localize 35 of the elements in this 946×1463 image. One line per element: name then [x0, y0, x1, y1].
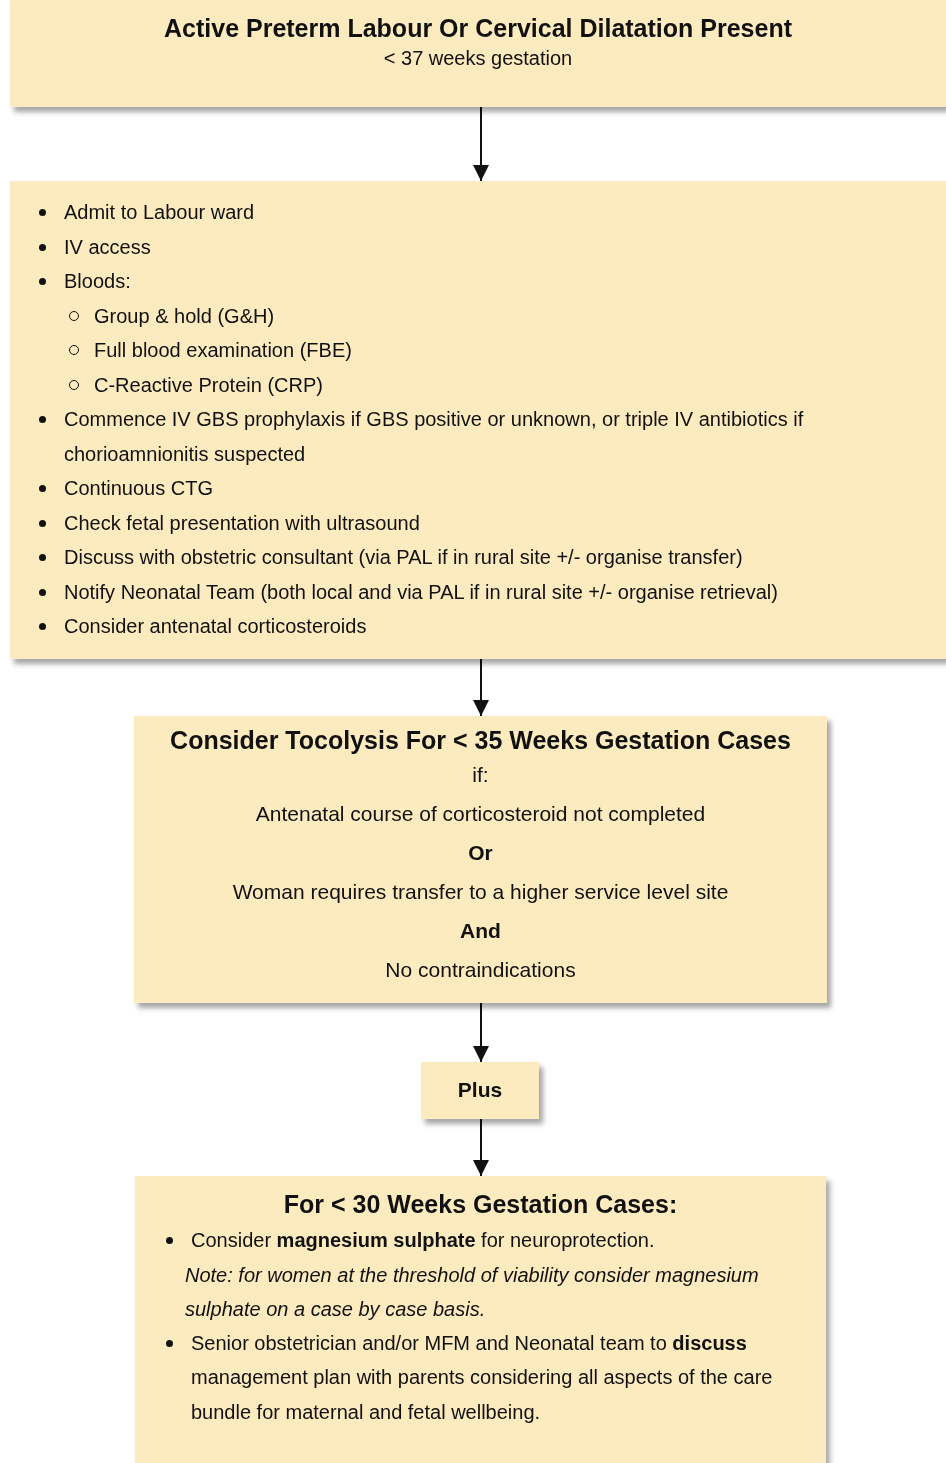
- box-heading: Consider Tocolysis For < 35 Weeks Gestation Cases: [169, 726, 792, 755]
- sub-bullet-item: C-Reactive Protein (CRP): [18, 367, 938, 402]
- bullet-item: Continuous CTG: [18, 471, 938, 506]
- connector-word: Plus: [456, 1077, 504, 1103]
- process-box: [421, 1062, 539, 1119]
- arrow: [473, 658, 489, 717]
- bullet-item: Consider antenatal corticosteroids: [18, 609, 938, 644]
- box-text: Woman requires transfer to a higher service level site: [231, 879, 730, 905]
- sub-bullet-item: Full blood examination (FBE): [18, 333, 938, 368]
- process-box: [10, 181, 946, 659]
- bullet-item: IV access: [18, 229, 938, 264]
- bullet-item: Admit to Labour ward: [18, 195, 938, 230]
- box-text: if:: [471, 762, 490, 788]
- box-heading: Active Preterm Labour Or Cervical Dilatation Present: [163, 14, 793, 43]
- box-text: No contraindications: [384, 957, 577, 983]
- arrow: [473, 1002, 489, 1063]
- note-text: Note: for women at the threshold of viability consider magnesium sulphate on a case by case basis.: [184, 1262, 760, 1322]
- connector-word: And: [459, 918, 502, 944]
- bullet-item: Bloods:: [18, 264, 938, 299]
- bullet-item: Check fetal presentation with ultrasound: [18, 505, 938, 540]
- process-box: [134, 716, 827, 1003]
- bullet-item: Senior obstetrician and/or MFM and Neonatal team to discuss management plan with parents considering all aspects of the care bundle for maternal and fetal wellbeing.: [145, 1325, 816, 1429]
- arrow: [473, 1118, 489, 1177]
- box-text: < 37 weeks gestation: [382, 46, 574, 71]
- process-box: [135, 1176, 826, 1463]
- box-text: Antenatal course of corticosteroid not completed: [254, 801, 707, 827]
- bullet-item: Discuss with obstetric consultant (via PAL if in rural site +/- organise transfer): [18, 540, 938, 575]
- process-box: [10, 0, 946, 107]
- box-heading: For < 30 Weeks Gestation Cases:: [282, 1190, 679, 1219]
- bullet-item: Commence IV GBS prophylaxis if GBS positive or unknown, or triple IV antibiotics if chorioamnionitis suspected: [18, 402, 938, 471]
- connector-word: Or: [467, 840, 494, 866]
- bullet-item: Consider magnesium sulphate for neuroprotection.: [145, 1223, 816, 1258]
- bullet-item: Notify Neonatal Team (both local and via PAL if in rural site +/- organise retrieval): [18, 574, 938, 609]
- arrow: [473, 106, 489, 182]
- sub-bullet-item: Group & hold (G&H): [18, 298, 938, 333]
